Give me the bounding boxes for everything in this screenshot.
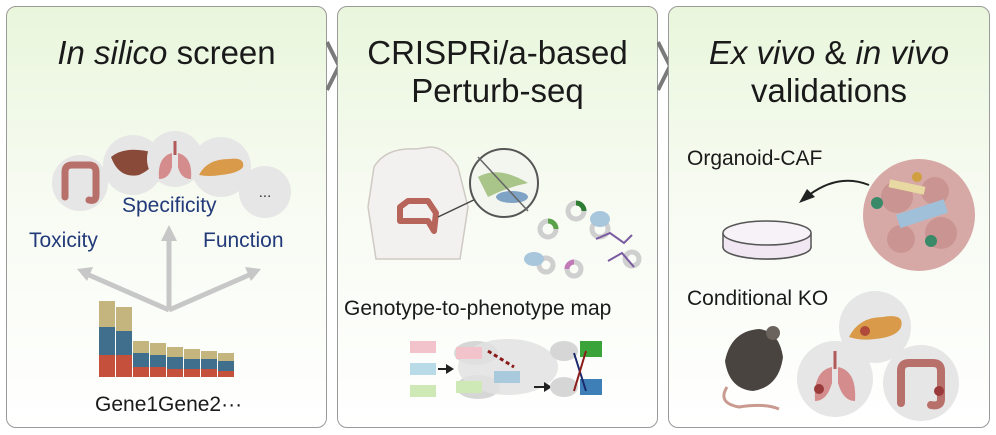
panel1-title-rest: screen <box>167 34 276 71</box>
panel3-title-mid: & <box>815 34 856 71</box>
gene-bar-segment <box>167 347 183 357</box>
organoid-cluster-icon <box>863 159 975 271</box>
guide-rna-icons <box>536 200 642 279</box>
panel3-title-line1: Ex vivo & in vivo <box>669 35 989 71</box>
gene-bar-segment <box>133 341 149 353</box>
conditional-ko-label: Conditional KO <box>687 287 829 310</box>
validation-panel: Ex vivo & in vivo validations <box>668 6 990 428</box>
pancreas-organ-icon <box>191 137 251 197</box>
in-silico-illustration: ... <box>52 131 291 377</box>
gene-bar-segment <box>116 331 132 355</box>
perturb-seq-illustration <box>367 146 642 399</box>
liver-organ-icon <box>103 135 163 195</box>
human-torso-icon <box>367 146 469 260</box>
organoid-caf-label: Organoid-CAF <box>687 147 823 170</box>
gene-bar-segment <box>150 367 166 377</box>
gene-bar-segment <box>201 359 217 369</box>
panel1-title: In silico screen <box>7 35 326 71</box>
gene-bar-segment <box>133 353 149 367</box>
panel1-title-italic: In silico <box>57 34 168 71</box>
gene-bar-segment <box>150 355 166 367</box>
more-organs-circle <box>239 166 291 218</box>
g2p-map-label: Genotype-to-phenotype map <box>344 297 612 320</box>
pancreas-target-icon <box>839 291 911 363</box>
organoid-arrow-icon <box>799 189 815 203</box>
gene-bar-segment <box>184 369 200 377</box>
panel2-title-line2: Perturb-seq <box>411 72 584 109</box>
function-label: Function <box>203 229 284 252</box>
cell-magnifier-icon <box>469 148 539 218</box>
mouse-icon <box>722 326 783 411</box>
panel3-title-line2: validations <box>751 72 907 109</box>
panel2-title-line1: CRISPRi/a-based <box>367 34 628 71</box>
gene-bar-segment <box>184 349 200 359</box>
gene-bar-segment <box>99 327 115 355</box>
toxicity-label: Toxicity <box>29 229 98 252</box>
gene-bar-segment <box>218 353 234 361</box>
gene-bar-segment <box>99 301 115 327</box>
gene-bar-segment <box>116 307 132 331</box>
gene-bar-segment <box>116 355 132 377</box>
gene-bar-segment <box>150 343 166 355</box>
panel3-title-italic2: in vivo <box>855 34 950 71</box>
colon-organ-icon <box>52 155 108 211</box>
lungs-organ-icon <box>147 131 203 187</box>
gene-bar-segment <box>167 357 183 369</box>
gene-bar-segment <box>218 371 234 377</box>
specificity-label: Specificity <box>122 194 217 217</box>
gene-bar-segment <box>184 359 200 369</box>
colon-target-icon <box>883 345 959 421</box>
gene-bar-segment <box>201 369 217 377</box>
gene-bar-segment <box>133 367 149 377</box>
lungs-target-icon <box>797 341 873 417</box>
gene-score-bars <box>99 301 234 377</box>
in-silico-screen-panel: In silico screen ... <box>6 6 327 428</box>
criteria-arrows <box>77 225 261 313</box>
gene-bar-segment <box>167 369 183 377</box>
gene-labels: Gene1Gene2··· <box>95 393 243 416</box>
genotype-phenotype-map-icon <box>410 339 602 399</box>
validation-illustration <box>722 159 975 421</box>
gene-bar-segment <box>218 361 234 371</box>
petri-dish-icon <box>722 220 812 260</box>
panel3-title-italic1: Ex vivo <box>708 34 816 71</box>
gene-bar-segment <box>99 355 115 377</box>
ribosome-icons <box>524 211 635 268</box>
more-organs-text: ... <box>259 184 272 201</box>
gene-bar-segment <box>201 351 217 359</box>
perturb-seq-panel: CRISPRi/a-based Perturb-seq <box>337 6 658 428</box>
